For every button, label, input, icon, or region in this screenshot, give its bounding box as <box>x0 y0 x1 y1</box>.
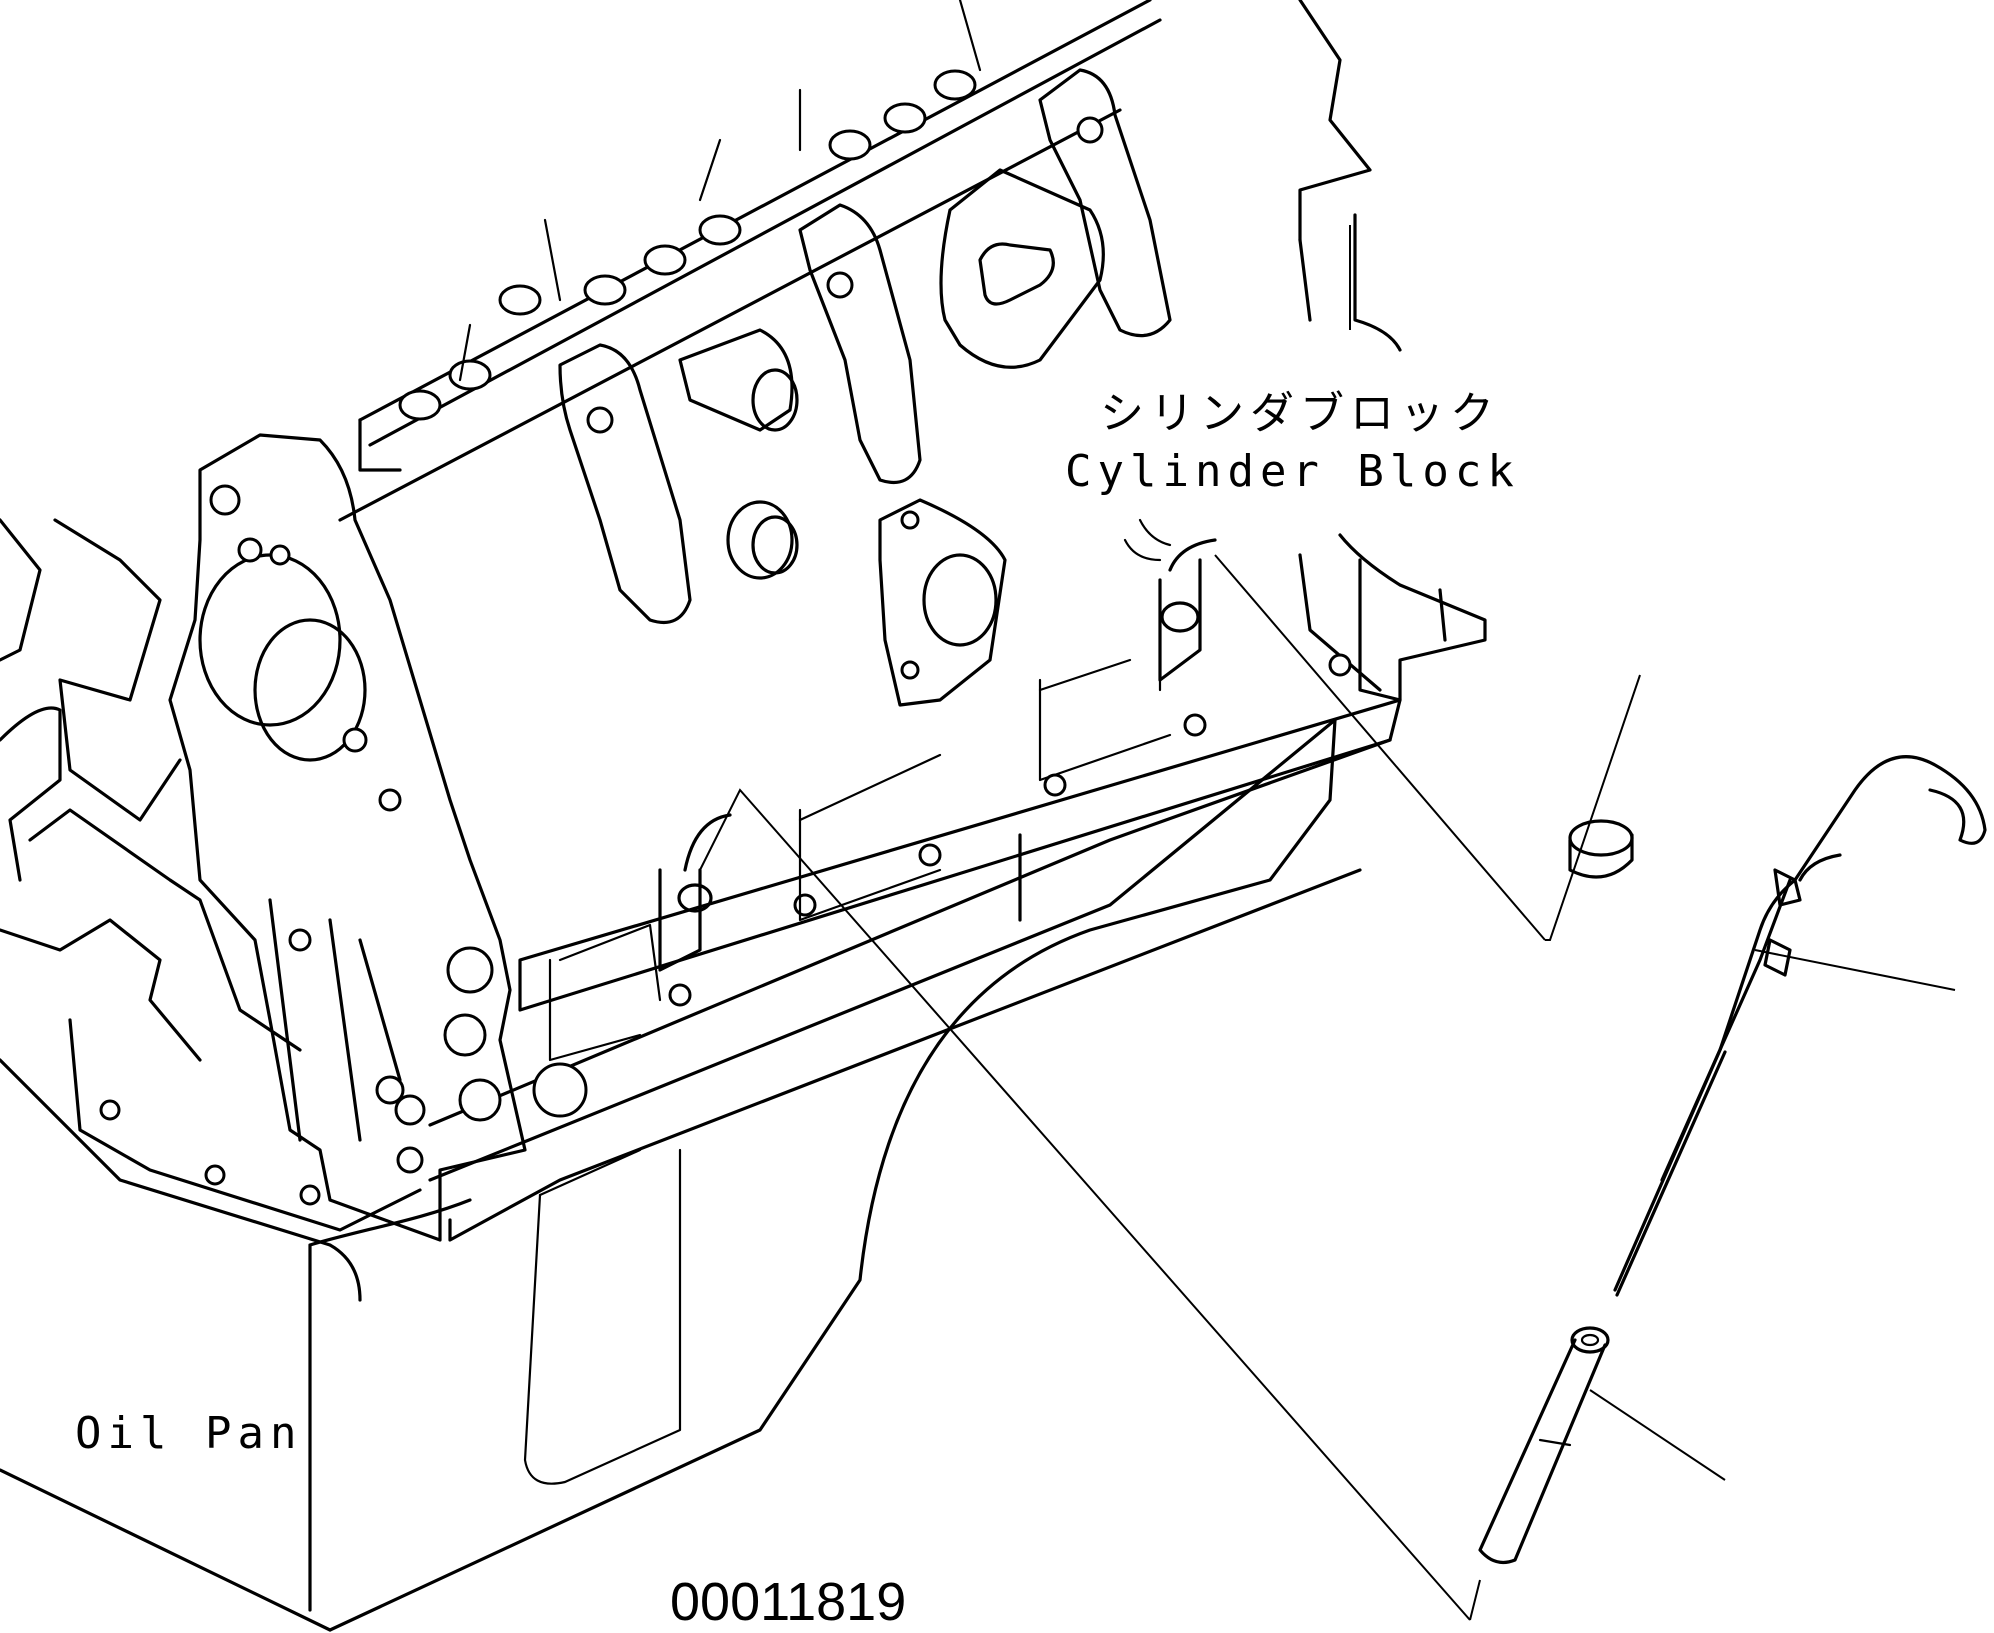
cylinder-block-label-jp: シリンダブロック <box>1100 388 1500 439</box>
drawing-number: 00011819 <box>670 1572 906 1632</box>
oil-pan <box>0 718 1337 1632</box>
leader-lines <box>699 225 1956 1621</box>
deck-bolt-holes <box>398 69 977 421</box>
plug-part <box>1568 819 1634 879</box>
dipstick-part <box>1613 755 1987 1297</box>
block-bosses <box>558 68 1217 972</box>
label-cylinder-block: シリンダブロック Cylinder Block <box>1065 388 1520 497</box>
cylinder-block-label-en: Cylinder Block <box>1065 446 1520 497</box>
cylinder-block <box>0 0 1487 1242</box>
oil-pan-label: Oil Pan <box>75 1408 302 1459</box>
dipstick-tube-part <box>1478 1326 1610 1564</box>
